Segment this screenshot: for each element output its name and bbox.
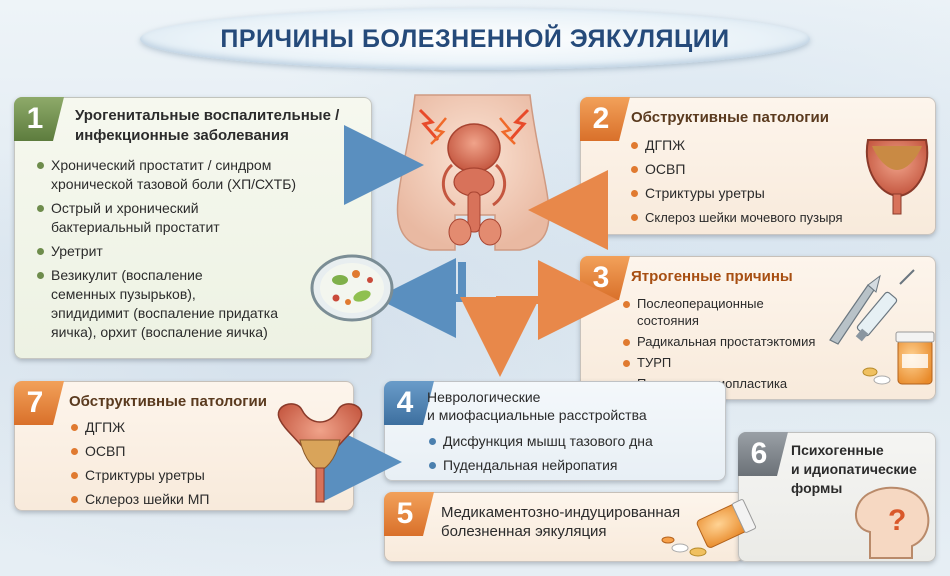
list-item: Дисфункция мышц тазового дна <box>427 432 717 451</box>
card-title: Ятрогенные причины <box>631 268 793 285</box>
head-question-icon: ? <box>855 486 930 559</box>
bladder-icon <box>865 139 929 215</box>
list-item: Склероз шейки мочевого пузыря <box>629 208 929 227</box>
list-item: ДГПЖ <box>629 136 929 155</box>
list-item: Стриктуры уретры <box>69 466 269 485</box>
card-items: ДГПЖ ОСВП Стриктуры уретры Склероз шейки… <box>629 136 929 232</box>
pill-bottle-icon <box>661 499 757 557</box>
card-title: Обструктивные патологии <box>69 393 267 410</box>
card-title: Урогенитальные воспалительные / инфекцио… <box>75 107 340 144</box>
list-item: Стриктуры уретры <box>629 184 929 203</box>
list-item: Радикальная простатэктомия <box>621 333 841 350</box>
arrow-center-to-card1 <box>376 258 466 338</box>
card-number-badge: 4 <box>384 381 434 425</box>
syringe-icon <box>855 269 915 342</box>
card-5-drug-induced: 5 Медикаментозно-индуцированная болезнен… <box>384 492 744 562</box>
card-items: Дисфункция мышц тазового дна Пудендальна… <box>427 432 717 480</box>
list-item: ОСВП <box>629 160 929 179</box>
list-item: Уретрит <box>35 242 365 261</box>
title-banner: ПРИЧИНЫ БОЛЕЗНЕННОЙ ЭЯКУЛЯЦИИ <box>140 8 810 70</box>
card-7-obstructive: 7 Обструктивные патологии ДГПЖ ОСВП Стри… <box>14 381 354 511</box>
list-item: ОСВП <box>69 442 269 461</box>
card-title: Обструктивные патологии <box>631 109 829 126</box>
svg-text:?: ? <box>888 504 906 537</box>
list-item: ДГПЖ <box>69 418 269 437</box>
uterus-bladder-icon <box>277 403 363 503</box>
list-item: ТУРП <box>621 354 841 371</box>
card-4-neuro: 4 Неврологические и миофасциальные расст… <box>384 381 726 481</box>
card-title: Неврологические и миофасциальные расстро… <box>427 389 647 423</box>
pill-bottle-icon <box>862 331 935 385</box>
list-item: Склероз шейки МП <box>69 490 269 509</box>
list-item: Пудендальная нейропатия <box>427 456 717 475</box>
page-title: ПРИЧИНЫ БОЛЕЗНЕННОЙ ЭЯКУЛЯЦИИ <box>220 24 730 53</box>
anatomy-icon <box>396 94 550 251</box>
card-1-urogenital: 1 Урогенитальные воспалительные / инфекц… <box>14 97 372 359</box>
microbe-dish-icon <box>310 254 394 322</box>
card-title: Психогенные и идиопатические формы <box>791 442 917 496</box>
card-items: ДГПЖ ОСВП Стриктуры уретры Склероз шейки… <box>69 418 269 514</box>
scalpel-icon <box>829 274 881 345</box>
arrow-card3-bidirectional <box>460 260 618 377</box>
card-title: Медикаментозно-индуцированная болезненна… <box>441 504 681 540</box>
card-number-badge: 6 <box>738 432 788 476</box>
